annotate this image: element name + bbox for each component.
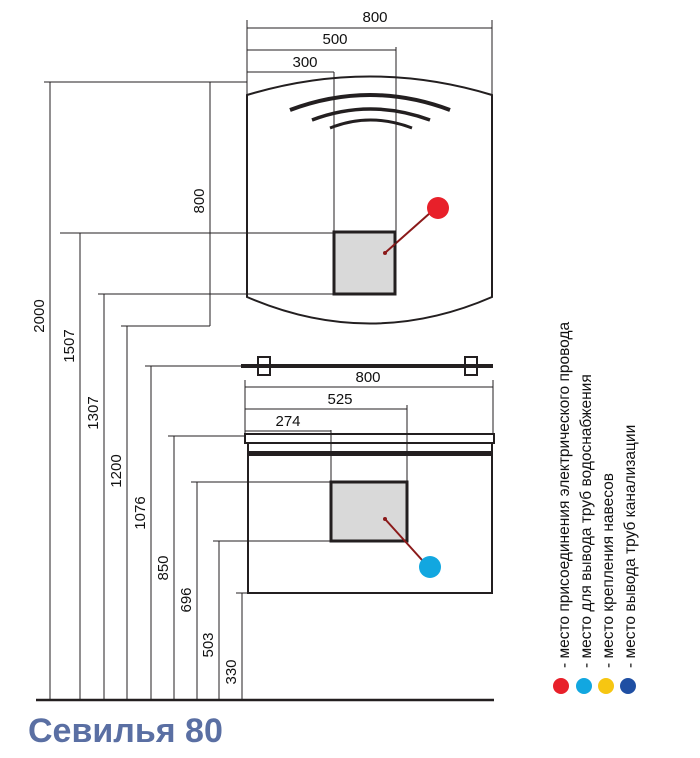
hanging-rail-bar bbox=[241, 364, 493, 368]
cabinet-offset-274-label: 274 bbox=[275, 413, 300, 430]
cabinet-width-label: 800 bbox=[355, 369, 380, 386]
height-850-label: 850 bbox=[155, 555, 172, 580]
cabinet-unit bbox=[244, 433, 495, 594]
legend: - место присоединения электрического про… bbox=[553, 322, 639, 694]
legend-item-water: - место для вывода труб водоснабжения bbox=[578, 374, 595, 668]
legend-blue-dot-icon bbox=[576, 678, 592, 694]
mirror-electric-panel bbox=[332, 230, 397, 296]
legend-item-hangers: - место крепления навесов bbox=[600, 473, 617, 668]
legend-red-dot-icon bbox=[553, 678, 569, 694]
height-2000-label: 2000 bbox=[31, 299, 48, 332]
electric-panel-point bbox=[383, 251, 387, 255]
mirror-width-label: 800 bbox=[362, 9, 387, 26]
hanging-bracket-right bbox=[464, 356, 478, 376]
mirror-offset-300-label: 300 bbox=[292, 54, 317, 71]
height-330-label: 330 bbox=[223, 659, 240, 684]
mirror-arc-2 bbox=[311, 107, 431, 122]
electric-connector-line bbox=[385, 212, 431, 253]
cabinet-water-panel bbox=[329, 480, 409, 543]
water-supply-marker bbox=[419, 556, 441, 578]
water-connector-line bbox=[384, 518, 423, 561]
legend-navy-dot-icon bbox=[620, 678, 636, 694]
product-title: Севилья 80 bbox=[28, 712, 223, 750]
electric-connection-marker bbox=[427, 197, 449, 219]
water-panel-point bbox=[383, 517, 387, 521]
cabinet-offset-525-label: 525 bbox=[327, 391, 352, 408]
height-503-label: 503 bbox=[200, 632, 217, 657]
mirror-height-label: 800 bbox=[191, 188, 208, 213]
mirror-offset-500-label: 500 bbox=[322, 31, 347, 48]
mirror-outline bbox=[246, 75, 493, 325]
height-1200-label: 1200 bbox=[108, 454, 125, 487]
height-1507-label: 1507 bbox=[61, 329, 78, 362]
legend-item-sewer: - место вывода труб канализации bbox=[622, 425, 639, 668]
height-696-label: 696 bbox=[178, 587, 195, 612]
mirror-unit bbox=[246, 75, 493, 325]
cabinet-top bbox=[244, 433, 495, 444]
height-1076-label: 1076 bbox=[132, 496, 149, 529]
mirror-arc-1 bbox=[289, 93, 451, 112]
cabinet-top-shadow bbox=[248, 451, 492, 456]
legend-item-electric: - место присоединения электрического про… bbox=[556, 322, 573, 668]
cabinet-body bbox=[247, 442, 493, 594]
mirror-horizontal-dimensions bbox=[246, 20, 493, 294]
mirror-height-dimension bbox=[204, 81, 247, 326]
legend-yellow-dot-icon bbox=[598, 678, 614, 694]
hanging-rail bbox=[241, 356, 493, 376]
mirror-arc-3 bbox=[329, 118, 413, 130]
hanging-bracket-left bbox=[257, 356, 271, 376]
height-dimension-lines bbox=[44, 81, 334, 700]
height-1307-label: 1307 bbox=[85, 396, 102, 429]
cabinet-horizontal-dimensions bbox=[244, 380, 494, 482]
